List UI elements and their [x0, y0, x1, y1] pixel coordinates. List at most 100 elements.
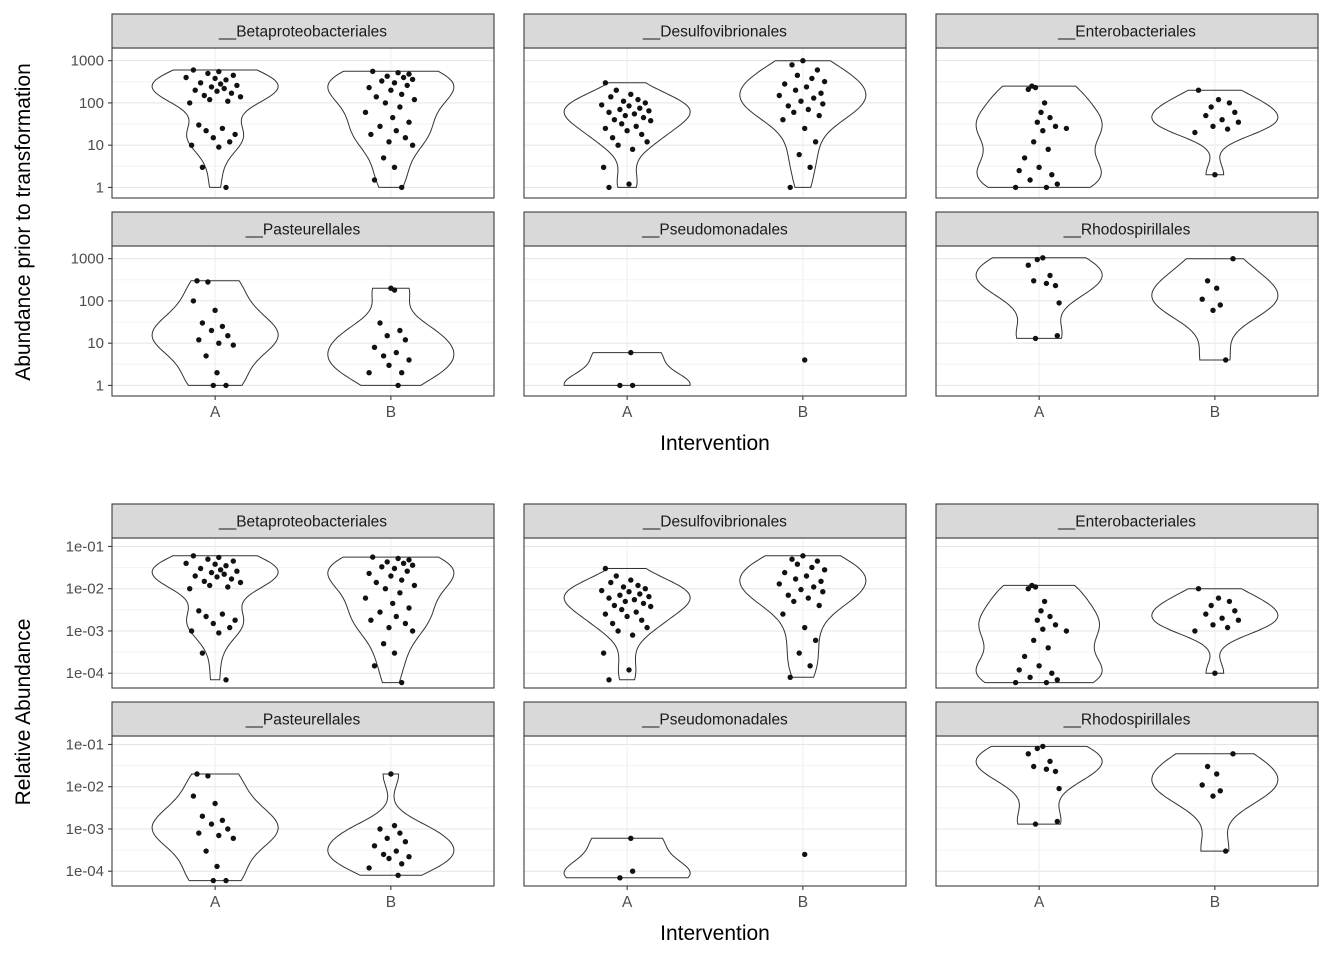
- jitter-point: [637, 105, 643, 111]
- jitter-point: [776, 581, 782, 587]
- jitter-point: [402, 839, 409, 845]
- facet-panel: [936, 538, 1318, 688]
- jitter-point: [205, 70, 211, 77]
- jitter-point: [1040, 255, 1046, 261]
- facet-strip: [935, 211, 1319, 247]
- jitter-point: [624, 128, 630, 134]
- jitter-point: [619, 121, 625, 127]
- facet-strip-label: __Pasteurellales: [245, 222, 361, 239]
- jitter-point: [380, 851, 387, 858]
- jitter-point: [609, 135, 616, 141]
- jitter-point: [782, 81, 788, 87]
- violin-outline: [975, 257, 1103, 339]
- jitter-point: [406, 357, 412, 363]
- x-tick-label: B: [798, 894, 808, 911]
- jitter-point: [1047, 758, 1053, 764]
- facet-strip-label: __Desulfovibrionales: [642, 24, 787, 41]
- jitter-point: [1215, 96, 1222, 103]
- jitter-point: [1054, 333, 1061, 339]
- jitter-point: [1230, 256, 1236, 262]
- facet-strip: [523, 503, 907, 539]
- jitter-point: [1226, 598, 1233, 605]
- jitter-point: [628, 577, 634, 583]
- jitter-point: [217, 567, 224, 573]
- jitter-point: [1056, 785, 1062, 792]
- jitter-point: [633, 609, 639, 615]
- jitter-point: [1203, 112, 1209, 119]
- jitter-point: [1041, 598, 1048, 605]
- jitter-point: [377, 320, 383, 326]
- jitter-point: [382, 586, 389, 592]
- violin-outline: [327, 556, 455, 684]
- jitter-point: [626, 589, 632, 595]
- jitter-point: [196, 337, 202, 343]
- jitter-point: [791, 598, 797, 605]
- jitter-point: [803, 84, 810, 90]
- jitter-point: [208, 84, 215, 90]
- jitter-point: [800, 553, 806, 559]
- jitter-point: [1032, 584, 1039, 590]
- facet-strip: [935, 701, 1319, 737]
- y-tick-label: 1e-04: [66, 665, 104, 682]
- jitter-point: [214, 574, 220, 580]
- jitter-point: [818, 90, 824, 96]
- jitter-point: [789, 556, 795, 562]
- jitter-point: [409, 628, 416, 634]
- jitter-point: [223, 877, 229, 884]
- jitter-point: [370, 68, 376, 75]
- jitter-point: [606, 184, 612, 191]
- violin-outline: [975, 745, 1103, 825]
- jitter-point: [1031, 637, 1037, 643]
- jitter-point: [1049, 172, 1055, 178]
- jitter-point: [814, 558, 821, 564]
- jitter-point: [642, 586, 648, 592]
- jitter-point: [608, 579, 614, 586]
- jitter-point: [1224, 624, 1231, 631]
- jitter-point: [402, 620, 409, 627]
- violin-outline: [739, 555, 867, 678]
- jitter-point: [190, 553, 197, 559]
- jitter-point: [792, 576, 799, 582]
- jitter-point: [635, 582, 641, 589]
- jitter-point: [811, 584, 817, 590]
- jitter-point: [611, 602, 618, 609]
- jitter-point: [640, 114, 647, 121]
- jitter-point: [809, 75, 815, 82]
- jitter-point: [1214, 771, 1220, 777]
- jitter-point: [1192, 628, 1198, 634]
- jitter-point: [821, 567, 828, 573]
- x-tick-label: A: [210, 894, 221, 911]
- jitter-point: [212, 561, 218, 567]
- jitter-point: [388, 87, 394, 93]
- jitter-point: [812, 139, 819, 145]
- facet-panel: [936, 246, 1318, 396]
- jitter-point: [619, 606, 625, 613]
- jitter-point: [1032, 335, 1039, 342]
- jitter-point: [382, 100, 389, 106]
- jitter-point: [377, 123, 383, 129]
- jitter-point: [203, 353, 209, 359]
- jitter-point: [1056, 300, 1062, 306]
- jitter-point: [1040, 128, 1046, 134]
- jitter-point: [796, 151, 802, 158]
- jitter-point: [622, 112, 628, 119]
- jitter-point: [609, 620, 616, 627]
- jitter-point: [1219, 615, 1225, 621]
- y-tick-label: 1: [96, 179, 104, 196]
- jitter-point: [606, 595, 612, 601]
- jitter-point: [390, 114, 396, 121]
- jitter-point: [1052, 622, 1059, 628]
- jitter-point: [388, 771, 394, 777]
- jitter-point: [1208, 602, 1214, 609]
- jitter-point: [816, 602, 822, 609]
- jitter-point: [212, 75, 218, 82]
- jitter-point: [380, 155, 387, 161]
- jitter-point: [227, 139, 233, 145]
- jitter-point: [1047, 613, 1053, 620]
- jitter-point: [608, 94, 614, 100]
- jitter-point: [629, 382, 636, 389]
- jitter-point: [1036, 663, 1042, 669]
- violin-outline: [327, 70, 455, 188]
- jitter-point: [1036, 164, 1042, 170]
- jitter-point: [1032, 84, 1039, 91]
